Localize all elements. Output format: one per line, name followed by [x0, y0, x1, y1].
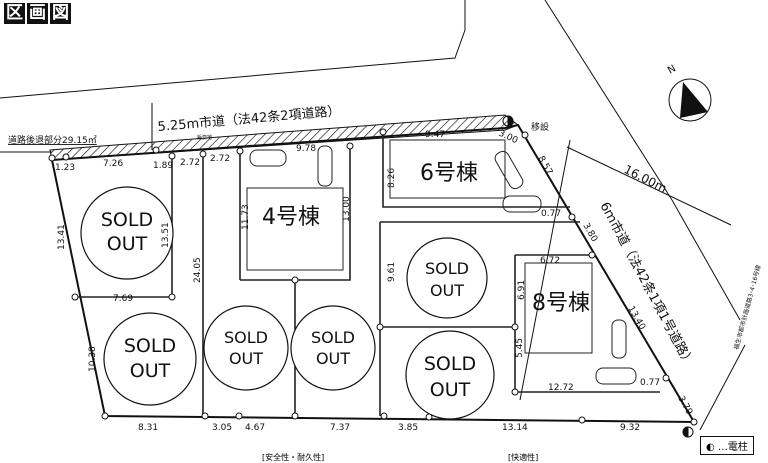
dim-label: 5.45 [515, 338, 525, 358]
east-road-width: 16.00m [622, 162, 669, 195]
dim-label: 9.32 [620, 423, 640, 433]
sold-label: SOLD [424, 353, 476, 375]
footer-label: [快適性] [508, 453, 539, 462]
dim-label: 9.78 [296, 144, 316, 154]
dim-label: 8.26 [387, 168, 397, 188]
sold-out-text: SOLD OUT SOLD OUT SOLD OUT SOLD OUT SOLD… [101, 209, 476, 401]
utility-pole-icons [502, 115, 694, 438]
sold-label: OUT [130, 360, 171, 382]
dim-label: 9.47 [425, 130, 445, 140]
dim-label: 3.80 [580, 222, 599, 245]
title-char: 区 [4, 3, 25, 24]
dim-label: 24.05 [193, 257, 203, 283]
dim-label: 3.79 [675, 395, 694, 418]
dim-label: 1.23 [55, 163, 75, 173]
car-icons [249, 145, 637, 385]
dim-label: 1.89 [153, 161, 173, 171]
dim-label: 7.69 [113, 294, 133, 304]
legend-label: …電柱 [717, 442, 748, 453]
road-width-arrow [566, 146, 732, 226]
road-lines [0, 0, 746, 431]
dim-label: 4.67 [245, 423, 265, 433]
dim-label: 6.72 [540, 256, 560, 266]
north-arrow-icon: N [666, 63, 712, 122]
building-footprints [246, 139, 593, 354]
dim-label: 12.72 [548, 383, 574, 393]
page-title: 区 画 図 [4, 3, 71, 24]
dim-label: 0.77 [640, 378, 660, 388]
svg-text:N: N [666, 63, 678, 76]
sold-label: SOLD [311, 328, 355, 347]
dim-label: 13.40 [625, 305, 647, 333]
dim-label: 10.38 [88, 346, 98, 372]
site-boundary [50, 123, 696, 424]
dim-label: 13.14 [502, 423, 528, 433]
dim-label: 9.61 [387, 262, 397, 282]
dim-label: 7.37 [330, 423, 350, 433]
building-4-label: 4号棟 [262, 205, 320, 230]
sold-label: SOLD [101, 209, 153, 231]
dim-label: 2.72 [210, 154, 230, 164]
boundary-marker-label: 鋲変地 [197, 134, 212, 141]
boundary-points [48, 128, 698, 426]
legend-utility-pole: ◐ …電柱 [700, 436, 754, 455]
dim-label: 3.00 [497, 129, 520, 147]
footer-label: [安全性・耐久性] [262, 453, 325, 462]
dim-label: 0.77 [541, 209, 561, 219]
dim-label: 6.91 [517, 280, 527, 300]
dim-label: 8.31 [138, 423, 158, 433]
dim-label: 3.85 [398, 423, 418, 433]
dim-label: 3.05 [212, 423, 232, 433]
dim-label: 8.57 [535, 155, 554, 177]
dim-label: 13.51 [161, 222, 171, 248]
dim-label: 7.26 [103, 159, 123, 169]
dim-label: 11.73 [241, 204, 251, 230]
sold-label: OUT [316, 349, 350, 368]
dim-label: 2.72 [180, 158, 200, 168]
sold-label: OUT [107, 233, 148, 255]
dim-label: 13.00 [342, 196, 352, 222]
sold-label: OUT [229, 349, 263, 368]
relocate-label: 移設 [531, 121, 549, 133]
utility-pole-icon: ◐ [706, 442, 715, 453]
planned-road-label: 福生市都市計画道路3･4･16号線 [732, 264, 762, 350]
sold-label: OUT [430, 379, 471, 401]
building-8-label: 8号棟 [532, 291, 590, 316]
sold-label: SOLD [425, 259, 469, 278]
sold-label: SOLD [224, 328, 268, 347]
title-char: 図 [50, 3, 71, 24]
lot-lines [75, 132, 660, 416]
sold-out-badges [80, 186, 495, 420]
sold-label: SOLD [124, 335, 176, 357]
sold-label: OUT [430, 281, 464, 300]
building-6-label: 6号棟 [420, 161, 478, 186]
setback-label: 道路後退部分29.15㎡ [8, 134, 97, 146]
dim-label: 13.41 [57, 224, 67, 250]
title-char: 画 [27, 3, 48, 24]
